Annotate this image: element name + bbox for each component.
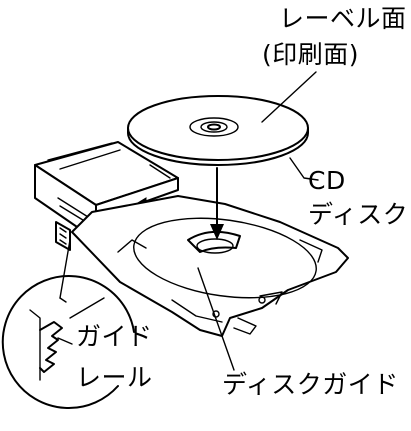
guide-rail-label-line1: ガイド bbox=[76, 322, 153, 351]
cd-label-line1: CD bbox=[308, 166, 346, 195]
label-side-text-line2: (印刷面) bbox=[262, 40, 360, 69]
label-side-text-line1: レーベル面 bbox=[279, 4, 407, 33]
disc-guide-label: ディスクガイド bbox=[222, 370, 399, 399]
cd-disc bbox=[127, 95, 309, 166]
leader-lines bbox=[59, 71, 319, 371]
cd-label-line2: ディスク bbox=[308, 200, 409, 229]
disc-guide-tray bbox=[71, 195, 349, 337]
disc-placement-arrow bbox=[210, 167, 224, 240]
guide-rail-detail-callout bbox=[1, 275, 135, 410]
guide-rail-label-line2: レール bbox=[76, 363, 153, 392]
